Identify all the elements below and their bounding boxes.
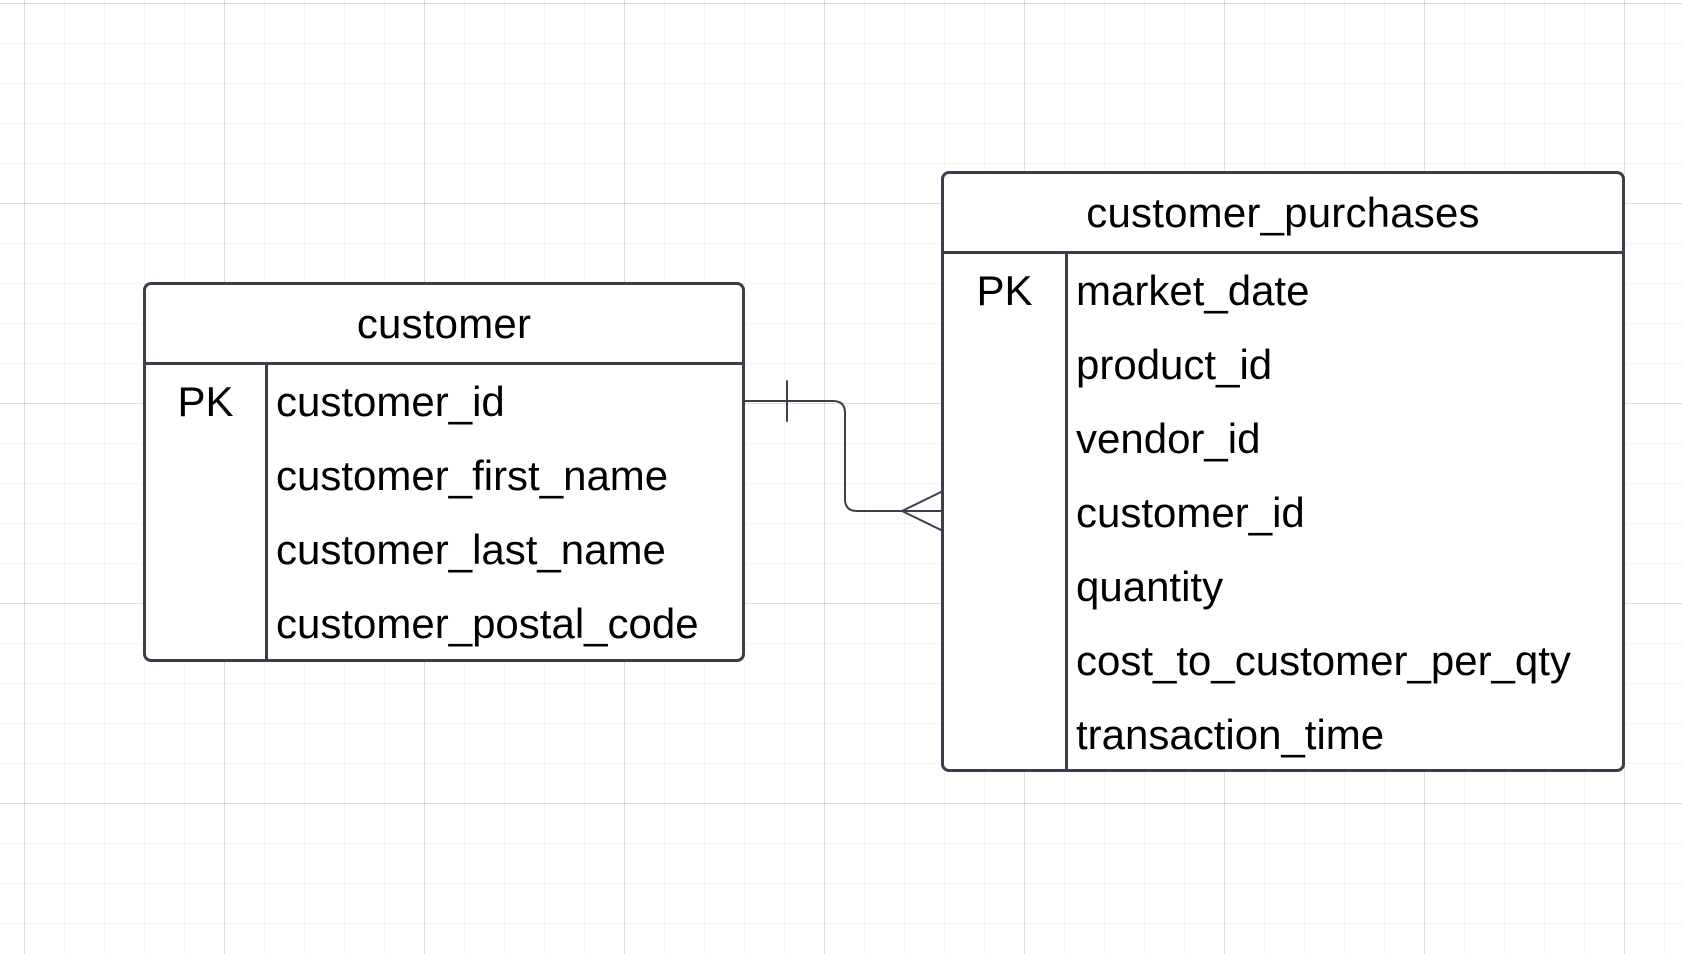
entity-body: PK market_date product_id vendor_id cust… — [944, 254, 1622, 769]
connector-line[interactable] — [744, 400, 942, 512]
many-cardinality-marker-upper — [901, 491, 942, 512]
primary-key-label: PK — [976, 267, 1033, 314]
entity-body: PK customer_id customer_first_name custo… — [146, 365, 742, 659]
field-transaction-time[interactable]: transaction_time — [1076, 711, 1385, 758]
field-list: customer_id customer_first_name customer… — [268, 365, 742, 661]
primary-key-label: PK — [177, 378, 234, 425]
field-cost-to-customer-per-qty[interactable]: cost_to_customer_per_qty — [1076, 637, 1571, 684]
entity-customer[interactable]: customer PK customer_id customer_first_n… — [143, 282, 745, 662]
field-customer-last-name[interactable]: customer_last_name — [276, 526, 666, 573]
field-product-id[interactable]: product_id — [1076, 341, 1273, 388]
field-customer-id[interactable]: customer_id — [276, 378, 505, 425]
field-customer-first-name[interactable]: customer_first_name — [276, 452, 669, 499]
many-cardinality-marker-lower — [901, 510, 942, 531]
entity-title: customer_purchases — [944, 174, 1622, 254]
field-vendor-id[interactable]: vendor_id — [1076, 415, 1261, 462]
key-column: PK — [944, 254, 1068, 769]
field-customer-id[interactable]: customer_id — [1076, 489, 1305, 536]
key-column: PK — [146, 365, 268, 659]
field-customer-postal-code[interactable]: customer_postal_code — [276, 600, 699, 647]
field-market-date[interactable]: market_date — [1076, 267, 1310, 314]
field-list: market_date product_id vendor_id custome… — [1068, 254, 1622, 772]
entity-title: customer — [146, 285, 742, 365]
entity-customer-purchases[interactable]: customer_purchases PK market_date produc… — [941, 171, 1625, 772]
field-quantity[interactable]: quantity — [1076, 563, 1224, 610]
